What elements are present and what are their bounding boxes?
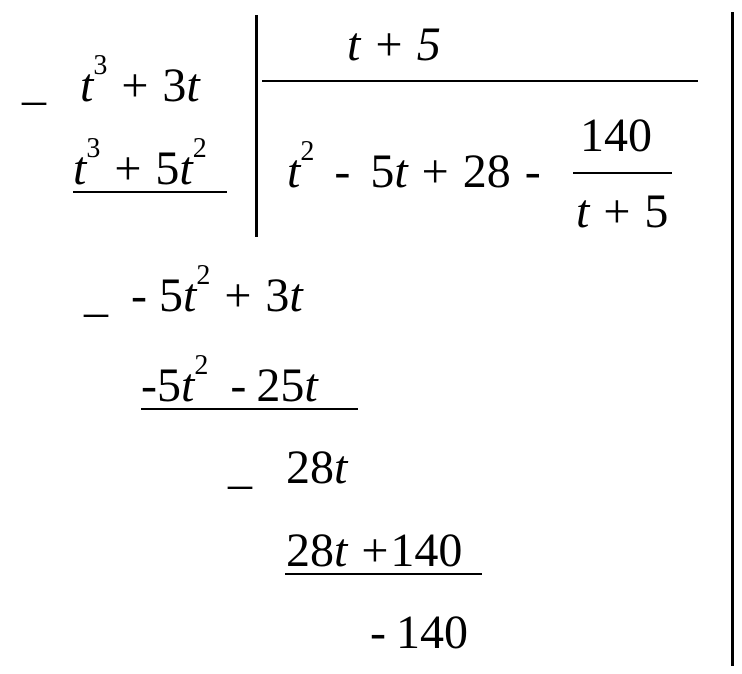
row4-underline (141, 408, 358, 410)
divisor-expression: t + 5 (347, 18, 441, 71)
fraction-denominator: t + 5 (576, 185, 669, 238)
division-bar-left (255, 15, 258, 237)
divisor: t + 5 (347, 21, 441, 69)
subtract1-underline (73, 191, 227, 193)
subtract-sign: _ (22, 57, 46, 110)
row4-expression: -5t2 -25t (141, 350, 318, 412)
dividend-row: _ (22, 60, 46, 108)
row3-sign: _ (84, 269, 108, 322)
remainder: -140 (370, 606, 468, 659)
row5-expression: 28t (286, 441, 348, 494)
dividend-expression: t3 + 3t (80, 50, 200, 112)
division-bar-right (731, 12, 734, 666)
quotient-expression: t2 - 5t + 28 - (287, 136, 541, 198)
row6-underline (285, 573, 482, 575)
subtract1-expression: t3 + 5t2 (73, 133, 207, 195)
row3-expression: -5t2 + 3t (131, 260, 303, 322)
row6-expression: 28t +140 (286, 524, 463, 577)
row5-sign: _ (228, 441, 252, 494)
fraction-bar (573, 172, 672, 174)
divisor-rule (262, 80, 698, 82)
fraction-numerator: 140 (580, 109, 652, 162)
